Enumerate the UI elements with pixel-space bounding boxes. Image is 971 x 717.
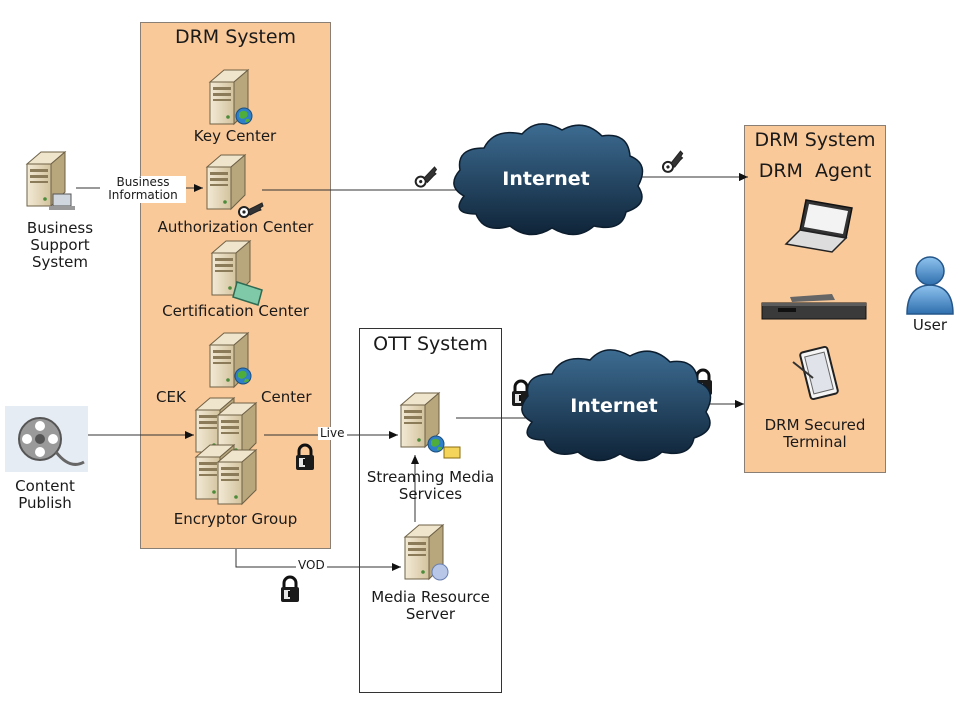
content-publish-line1: Content [15,477,75,495]
drm-secured-terminal-line1: DRM Secured [764,416,866,434]
business-information-line2: Information [108,188,178,203]
film-reel-icon [5,406,88,472]
server-icon [217,449,257,505]
server-icon [206,154,246,210]
media-resource-label: Media Resource Server [359,589,502,623]
globe-icon [235,107,253,125]
ott-system-title: OTT System [373,333,488,355]
internet-label-top: Internet [502,168,590,190]
set-top-box-icon [761,294,867,320]
business-support-line2: Support [30,235,90,254]
globe-icon [431,563,449,581]
lock-icon [443,446,461,459]
media-resource-line1: Media Resource [371,588,490,606]
laptop-icon [784,199,853,253]
business-support-label: Business Support System [20,220,100,270]
internet-label-bottom: Internet [570,395,658,417]
drm-secured-terminal-line2: Terminal [783,432,847,451]
drm-secured-terminal-label: DRM Secured Terminal [744,417,886,451]
drm-system-left-title: DRM System [174,26,297,48]
lock-icon [294,443,316,472]
key-center-label: Key Center [193,127,277,145]
streaming-media-label: Streaming Media Services [359,469,502,503]
globe-icon [427,435,445,453]
business-information-edge-label: Business Information [100,175,186,203]
key-icon [411,165,442,189]
drm-system-right-title: DRM System [754,129,876,151]
encryptor-group-label: Encryptor Group [173,510,298,528]
tablet-icon [792,345,839,401]
server-icon [26,151,75,210]
content-publish-line2: Publish [18,493,72,512]
cek-center-label-left: CEK [156,388,186,406]
content-publish-label: Content Publish [5,478,85,512]
certificate-icon [232,281,263,306]
user-label: User [912,316,948,334]
business-support-line1: Business [26,219,94,237]
business-support-line3: System [32,252,88,271]
streaming-media-line1: Streaming Media [366,468,495,486]
authorization-center-label: Authorization Center [157,218,314,236]
user-icon [906,256,954,315]
media-resource-line2: Server [405,604,456,623]
lock-icon [279,575,301,604]
live-edge-label: Live [318,426,347,441]
key-icon [658,149,689,175]
globe-icon [234,367,252,385]
vod-edge-label: VOD [296,558,327,573]
key-icon [238,202,264,218]
streaming-media-line2: Services [398,484,463,503]
cek-center-label-right: Center [261,388,312,406]
drm-agent-label: DRM Agent [758,160,872,182]
ott-system-panel [359,328,502,693]
certification-center-label: Certification Center [162,302,309,320]
business-information-line1: Business [116,175,170,189]
